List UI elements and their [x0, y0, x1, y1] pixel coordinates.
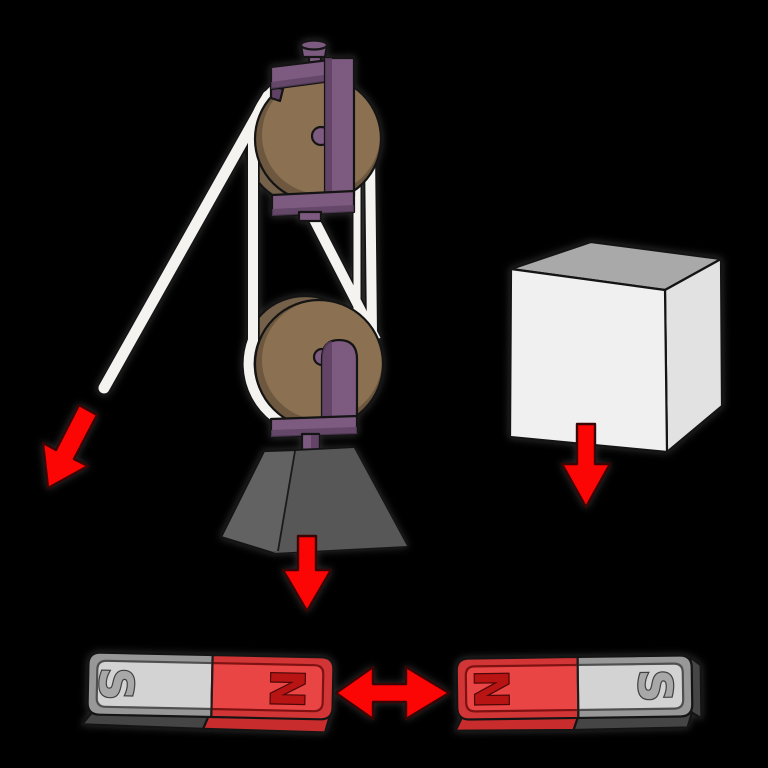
frame-bottom-bar-lip	[272, 205, 354, 216]
weight	[219, 446, 409, 555]
magnet-right-pole-s-label: S	[628, 669, 682, 703]
magnet-left-south-panel	[95, 659, 214, 711]
magnet-right: N S	[454, 654, 703, 732]
top-pulley-frame	[269, 55, 356, 223]
cube	[508, 240, 724, 509]
weight-force-arrow	[281, 534, 333, 613]
hook-strap-edge	[322, 341, 332, 434]
magnet-left-pole-n-label: N	[260, 669, 315, 709]
frame-strap-edge	[325, 58, 332, 196]
cube-front-face	[508, 267, 669, 454]
weight-stem-shade	[311, 435, 319, 452]
magnet-right-north-panel	[464, 663, 580, 713]
magnet-left-divider	[210, 656, 214, 717]
rope-pull	[98, 90, 274, 394]
rope-right2	[365, 151, 377, 335]
weight-right-facet	[273, 448, 407, 553]
bottom-pulley-frame	[269, 338, 359, 455]
magnet-left-pole-s-label: S	[89, 667, 144, 701]
frame-bottom-tab	[297, 210, 323, 223]
pulley-system	[96, 39, 409, 613]
magnet-right-divider	[576, 657, 580, 717]
magnet-right-pole-n-label: N	[464, 670, 519, 709]
weight-edge-line	[277, 450, 296, 552]
magnet-right-south-panel	[576, 662, 685, 712]
repulsion-arrow	[334, 665, 451, 721]
hook-bottom-bar-lip	[271, 427, 357, 437]
rope-pull-force-arrow	[41, 403, 99, 490]
magnet-left-north-panel	[210, 661, 325, 713]
cube-right-face	[663, 257, 724, 454]
magnet-left: S N	[81, 651, 335, 734]
cube-force-arrow	[560, 422, 612, 509]
bolt-cap-top	[299, 39, 329, 51]
